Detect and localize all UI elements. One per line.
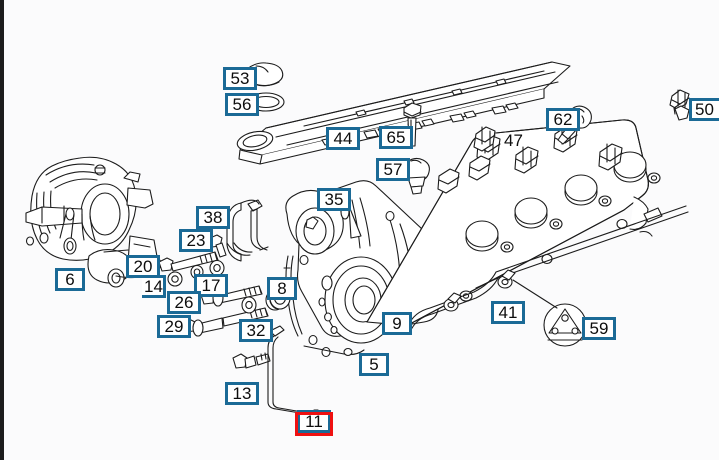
callout-6[interactable]: 6 xyxy=(55,268,85,291)
callout-38[interactable]: 38 xyxy=(196,206,230,229)
callout-57[interactable]: 57 xyxy=(376,158,410,181)
callout-32[interactable]: 32 xyxy=(239,319,273,342)
part-14-washer xyxy=(167,271,183,287)
callout-56[interactable]: 56 xyxy=(225,93,259,116)
part-47-cap xyxy=(473,126,496,152)
callout-44[interactable]: 44 xyxy=(326,127,360,150)
callout-29[interactable]: 29 xyxy=(157,315,191,338)
callout-14[interactable]: 14 xyxy=(142,275,166,298)
callout-23[interactable]: 23 xyxy=(179,229,213,252)
part-41-head-cover xyxy=(366,119,663,328)
part-23-bolt xyxy=(209,234,227,258)
part-41-gasket-strip xyxy=(407,205,689,333)
callout-65[interactable]: 65 xyxy=(379,126,413,149)
callout-59[interactable]: 59 xyxy=(582,317,616,340)
callout-35[interactable]: 35 xyxy=(317,188,351,211)
callout-62[interactable]: 62 xyxy=(546,108,580,131)
callout-13[interactable]: 13 xyxy=(225,382,259,405)
part-13-bolt xyxy=(232,352,271,369)
callout-47[interactable]: 47 xyxy=(504,131,523,150)
callout-11[interactable]: 11 xyxy=(297,410,331,433)
callout-53[interactable]: 53 xyxy=(223,67,257,90)
part-20-bolt xyxy=(158,251,219,272)
part-38-fork xyxy=(226,199,269,262)
diagram-artwork xyxy=(25,61,690,418)
callout-41[interactable]: 41 xyxy=(491,301,525,324)
callout-26[interactable]: 26 xyxy=(167,291,201,314)
callout-8[interactable]: 8 xyxy=(267,277,297,300)
part-59-flange xyxy=(512,279,587,347)
callout-9[interactable]: 9 xyxy=(382,312,412,335)
callout-17[interactable]: 17 xyxy=(194,274,228,297)
callout-50[interactable]: 50 xyxy=(689,98,719,121)
callout-5[interactable]: 5 xyxy=(359,353,389,376)
part-50-clip xyxy=(669,89,690,121)
